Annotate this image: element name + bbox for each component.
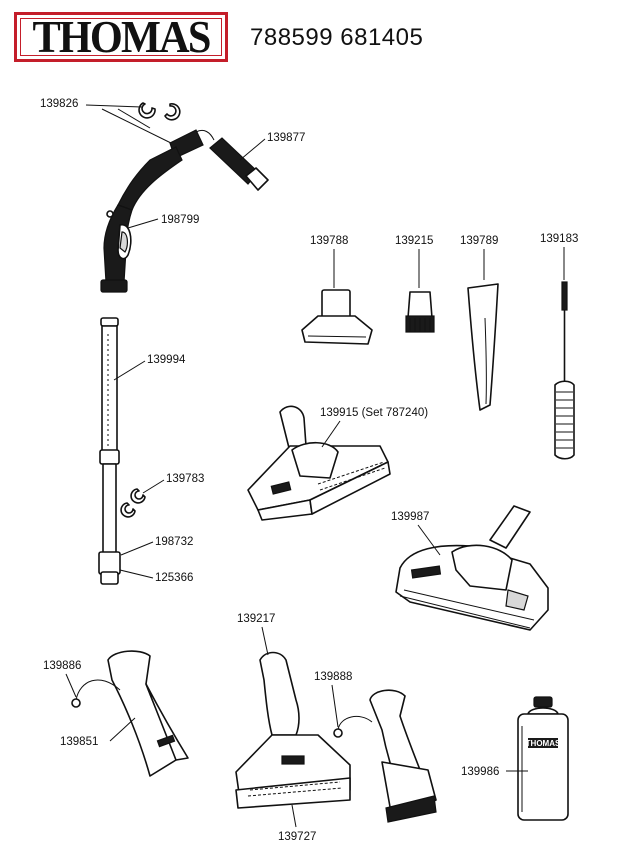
label-139727: 139727: [278, 831, 316, 843]
label-139886: 139886: [43, 660, 81, 672]
label-198799: 198799: [161, 214, 199, 226]
hard-floor-spray-nozzle-139888: [333, 689, 437, 823]
label-139987: 139987: [391, 511, 429, 523]
bottle-brush-139183: [554, 281, 575, 460]
label-139783: 139783: [166, 473, 204, 485]
label-139826: 139826: [40, 98, 78, 110]
model-numbers: 788599 681405: [250, 24, 424, 51]
bottle-label-text: THOMAS: [526, 739, 561, 748]
label-198732: 198732: [155, 536, 193, 548]
label-139788: 139788: [310, 235, 348, 247]
label-139217: 139217: [237, 613, 275, 625]
label-139789: 139789: [460, 235, 498, 247]
floor-nozzle-139915: [247, 405, 391, 521]
label-139915: 139915 (Set 787240): [320, 407, 428, 419]
label-139986: 139986: [461, 766, 499, 778]
label-125366: 125366: [155, 572, 193, 584]
dusting-brush-139215: [405, 291, 435, 333]
label-139994: 139994: [147, 354, 186, 366]
label-139215: 139215: [395, 235, 433, 247]
hose-connector-139877: [195, 129, 269, 191]
bottle-139986: THOMAS: [517, 696, 569, 821]
clip-pair-139826: [138, 102, 181, 121]
logo-text: THOMAS: [32, 11, 211, 62]
spray-extraction-nozzle-139217: [235, 651, 351, 809]
label-139183: 139183: [540, 233, 578, 245]
label-139877: 139877: [267, 132, 305, 144]
thomas-logo: THOMAS: [14, 12, 228, 62]
floor-nozzle-139987: [395, 505, 549, 631]
hose-handle-198799: [100, 129, 204, 293]
crevice-tool-139789: [467, 283, 499, 411]
label-139888: 139888: [314, 671, 352, 683]
label-139851: 139851: [60, 736, 98, 748]
clip-pair-139783: [120, 488, 146, 518]
telescopic-tube-139994: [98, 317, 121, 585]
spray-nozzle-139851: [71, 650, 189, 777]
upholstery-nozzle-139788: [301, 289, 373, 345]
